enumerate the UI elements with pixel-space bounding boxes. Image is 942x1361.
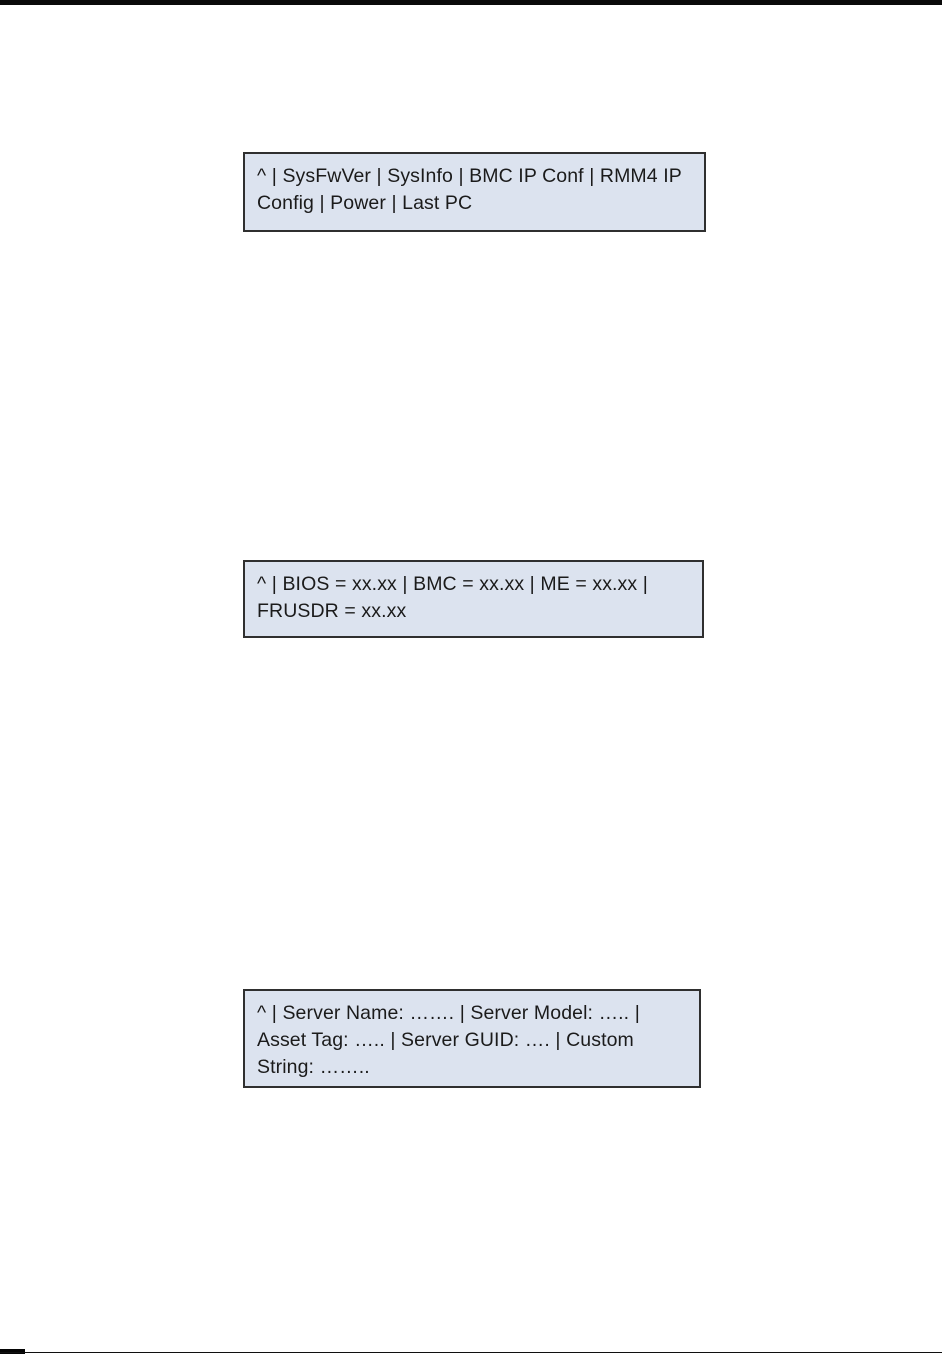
page-top-rule [0,0,942,5]
callout-menu-path: ^ | SysFwVer | SysInfo | BMC IP Conf | R… [243,152,706,232]
callout-firmware-versions: ^ | BIOS = xx.xx | BMC = xx.xx | ME = xx… [243,560,704,638]
callout-system-info: ^ | Server Name: ……. | Server Model: …..… [243,989,701,1088]
page-footer-rule-marker [0,1349,25,1354]
page-footer-rule [0,1352,942,1353]
